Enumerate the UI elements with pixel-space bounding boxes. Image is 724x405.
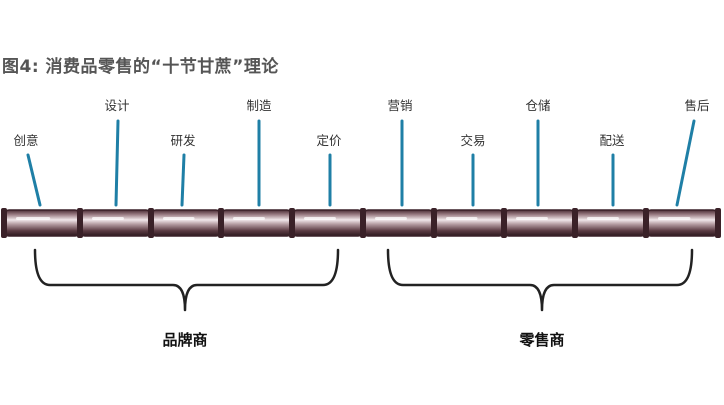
stage-label: 定价	[316, 133, 342, 148]
cane-joint	[148, 208, 154, 238]
stage-pointer	[114, 119, 120, 207]
group-label: 零售商	[518, 331, 564, 349]
page-title: 图4: 消费品零售的“十节甘蔗”理论	[2, 57, 279, 77]
cane-joint	[218, 208, 224, 238]
cane-highlight	[516, 217, 548, 220]
stage-label: 创意	[13, 133, 38, 148]
cane-segment	[363, 209, 434, 237]
stage-label: 制造	[246, 98, 272, 113]
group-label: 品牌商	[162, 331, 207, 349]
cane-joint	[643, 208, 649, 238]
cane-joint	[501, 208, 507, 238]
cane-segment	[151, 209, 221, 237]
cane-segment	[80, 209, 151, 237]
cane-highlight	[375, 217, 407, 220]
cane-segment	[504, 209, 575, 237]
cane-segment	[4, 209, 80, 237]
stage-label: 营销	[387, 98, 412, 113]
stage-pointer	[675, 119, 696, 207]
stage-pointers	[26, 119, 696, 207]
cane-segment	[646, 209, 718, 237]
stage-pointer	[26, 153, 42, 207]
stage-label: 售后	[684, 98, 709, 113]
cane-segment	[221, 209, 292, 237]
group-brace	[33, 248, 340, 312]
stage-label: 仓储	[525, 98, 550, 113]
stage-pointer	[180, 153, 186, 207]
cane-highlight	[92, 217, 124, 220]
cane-joint	[572, 208, 578, 238]
cane-segment	[292, 209, 363, 237]
group-braces: 品牌商 零售商	[33, 248, 694, 349]
sugarcane	[1, 208, 721, 238]
cane-joint	[431, 208, 437, 238]
stage-label: 交易	[460, 133, 485, 148]
group-brace	[386, 248, 694, 312]
cane-highlight	[16, 217, 51, 220]
cane-highlight	[163, 217, 195, 220]
cane-highlight	[587, 217, 619, 220]
cane-joint	[289, 208, 295, 238]
cane-highlight	[233, 217, 265, 220]
stage-label: 设计	[104, 98, 129, 113]
cane-segment	[575, 209, 646, 237]
cane-joint	[715, 208, 721, 238]
cane-highlight	[446, 217, 478, 220]
stage-label: 配送	[599, 133, 625, 148]
cane-joint	[77, 208, 83, 238]
cane-joint	[1, 208, 7, 238]
cane-joint	[360, 208, 366, 238]
cane-highlight	[304, 217, 336, 220]
cane-segment	[434, 209, 504, 237]
stage-label: 研发	[170, 133, 196, 148]
cane-highlight	[658, 217, 691, 220]
